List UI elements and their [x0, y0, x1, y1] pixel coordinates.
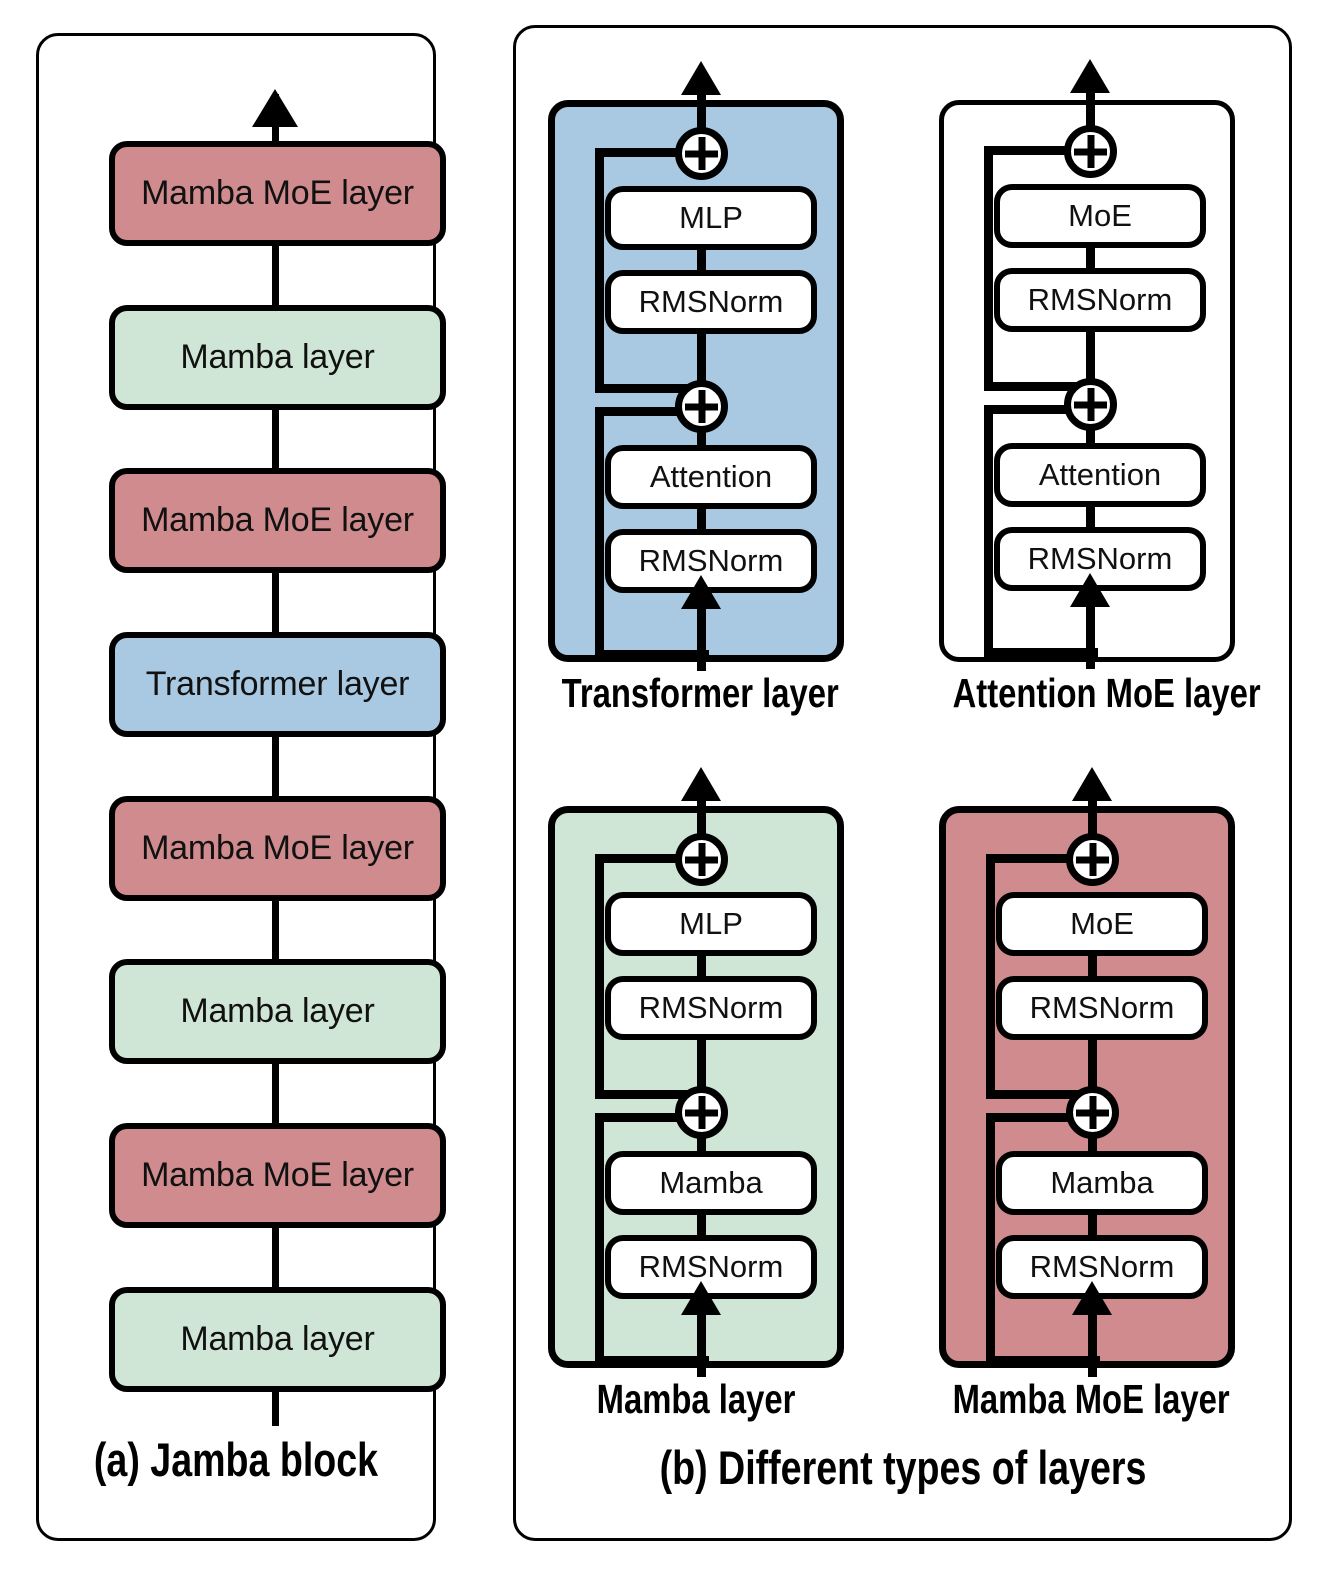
sub-block-rmsnorm-upper[interactable]: RMSNorm — [605, 976, 817, 1040]
sub-block-moe[interactable]: MoE — [994, 184, 1206, 248]
sub-block-mamba[interactable]: Mamba — [605, 1151, 817, 1215]
output-arrow-icon — [681, 61, 721, 95]
lower-residual-top-wire — [984, 405, 1092, 414]
spine-seg-e — [1086, 486, 1095, 534]
sub-block-rmsnorm-lower[interactable]: RMSNorm — [994, 527, 1206, 591]
sub-block-rmsnorm-upper[interactable]: RMSNorm — [994, 268, 1206, 332]
spine-seg-b — [1088, 935, 1097, 983]
upper-residual-vertical — [595, 854, 604, 1099]
diagram-label-transformer-layer: Transformer layer — [561, 670, 839, 716]
input-arrow-icon — [1072, 1281, 1112, 1315]
jamba-layer-8-mamba[interactable]: Mamba layer — [109, 1287, 446, 1392]
input-arrow-icon — [681, 1281, 721, 1315]
upper-residual-top-wire — [986, 854, 1094, 863]
sub-block-rmsnorm-upper[interactable]: RMSNorm — [605, 270, 817, 334]
diagram-mamba-moe-layer[interactable]: MoE RMSNorm Mamba RMSNorm — [939, 767, 1235, 1377]
output-stem — [1086, 93, 1095, 133]
sub-block-attention[interactable]: Attention — [605, 445, 817, 509]
panel-jamba-block: Mamba MoE layer Mamba layer Mamba MoE la… — [36, 33, 446, 1541]
spine-seg-e — [1088, 1194, 1097, 1242]
output-stem — [697, 95, 706, 135]
jamba-layer-6-mamba[interactable]: Mamba layer — [109, 959, 446, 1064]
lower-residual-bottom-wire — [986, 1356, 1100, 1365]
upper-residual-vertical — [986, 854, 995, 1099]
output-stem — [1088, 801, 1097, 841]
spine-seg-c — [1086, 318, 1095, 389]
upper-residual-top-wire — [984, 146, 1092, 155]
lower-residual-bottom-wire — [984, 648, 1098, 657]
spine-seg-c — [1088, 1026, 1097, 1097]
upper-residual-top-wire — [595, 148, 703, 157]
sub-block-rmsnorm-lower[interactable]: RMSNorm — [605, 1235, 817, 1299]
upper-residual-vertical — [984, 146, 993, 391]
diagram-label-mamba-layer: Mamba layer — [596, 1376, 796, 1422]
output-arrow-icon — [681, 767, 721, 801]
lower-residual-vertical — [984, 405, 993, 657]
diagram-label-attention-moe-layer: Attention MoE layer — [952, 670, 1261, 716]
plus-add-icon-lower — [675, 380, 728, 433]
spine-seg-b — [697, 229, 706, 277]
sub-block-mlp[interactable]: MLP — [605, 186, 817, 250]
diagram-mamba-layer[interactable]: MLP RMSNorm Mamba RMSNorm — [548, 767, 844, 1377]
plus-add-icon-upper — [1064, 125, 1117, 178]
lower-residual-bottom-wire — [595, 1356, 709, 1365]
input-stem — [1086, 607, 1095, 669]
lower-residual-vertical — [595, 407, 604, 659]
input-stem — [1088, 1315, 1097, 1377]
plus-add-icon-lower — [675, 1086, 728, 1139]
input-stem — [697, 609, 706, 671]
jamba-layer-1-mamba-moe[interactable]: Mamba MoE layer — [109, 141, 446, 246]
jamba-layer-4-transformer[interactable]: Transformer layer — [109, 632, 446, 737]
upper-residual-bottom-wire — [986, 1090, 1094, 1099]
jamba-layer-7-mamba-moe[interactable]: Mamba MoE layer — [109, 1123, 446, 1228]
plus-add-icon-upper — [675, 833, 728, 886]
upper-residual-bottom-wire — [595, 1090, 703, 1099]
spine-seg-b — [697, 935, 706, 983]
diagram-attention-moe-layer[interactable]: MoE RMSNorm Attention RMSNorm — [939, 59, 1235, 669]
spine-seg-c — [697, 1026, 706, 1097]
plus-add-icon-upper — [675, 127, 728, 180]
lower-residual-top-wire — [595, 407, 703, 416]
diagram-transformer-layer[interactable]: MLP RMSNorm Attention RMSNorm — [548, 61, 844, 671]
upper-residual-bottom-wire — [595, 384, 703, 393]
input-arrow-icon — [1070, 573, 1110, 607]
plus-add-icon-lower — [1064, 378, 1117, 431]
output-arrow-icon — [1072, 767, 1112, 801]
input-stem — [697, 1315, 706, 1377]
diagram-label-mamba-moe-layer: Mamba MoE layer — [952, 1376, 1230, 1422]
input-arrow-icon — [681, 575, 721, 609]
output-stem — [697, 801, 706, 841]
upper-residual-top-wire — [595, 854, 703, 863]
upper-residual-vertical — [595, 148, 604, 393]
jamba-layer-3-mamba-moe[interactable]: Mamba MoE layer — [109, 468, 446, 573]
jamba-layer-5-mamba-moe[interactable]: Mamba MoE layer — [109, 796, 446, 901]
sub-block-mamba[interactable]: Mamba — [996, 1151, 1208, 1215]
lower-residual-vertical — [595, 1113, 604, 1365]
spine-seg-e — [697, 488, 706, 536]
lower-residual-bottom-wire — [595, 650, 709, 659]
sub-block-rmsnorm-upper[interactable]: RMSNorm — [996, 976, 1208, 1040]
panel-b-caption: (b) Different types of layers — [659, 1441, 1147, 1494]
panel-a-caption: (a) Jamba block — [93, 1433, 379, 1486]
lower-residual-top-wire — [595, 1113, 703, 1122]
spine-seg-b — [1086, 227, 1095, 275]
output-arrow-icon — [1070, 59, 1110, 93]
upper-residual-bottom-wire — [984, 382, 1092, 391]
sub-block-moe[interactable]: MoE — [996, 892, 1208, 956]
sub-block-mlp[interactable]: MLP — [605, 892, 817, 956]
jamba-spine-line — [272, 94, 279, 1426]
lower-residual-top-wire — [986, 1113, 1094, 1122]
sub-block-attention[interactable]: Attention — [994, 443, 1206, 507]
jamba-layer-2-mamba[interactable]: Mamba layer — [109, 305, 446, 410]
lower-residual-vertical — [986, 1113, 995, 1365]
spine-seg-c — [697, 320, 706, 391]
spine-seg-e — [697, 1194, 706, 1242]
plus-add-icon-upper — [1066, 833, 1119, 886]
plus-add-icon-lower — [1066, 1086, 1119, 1139]
